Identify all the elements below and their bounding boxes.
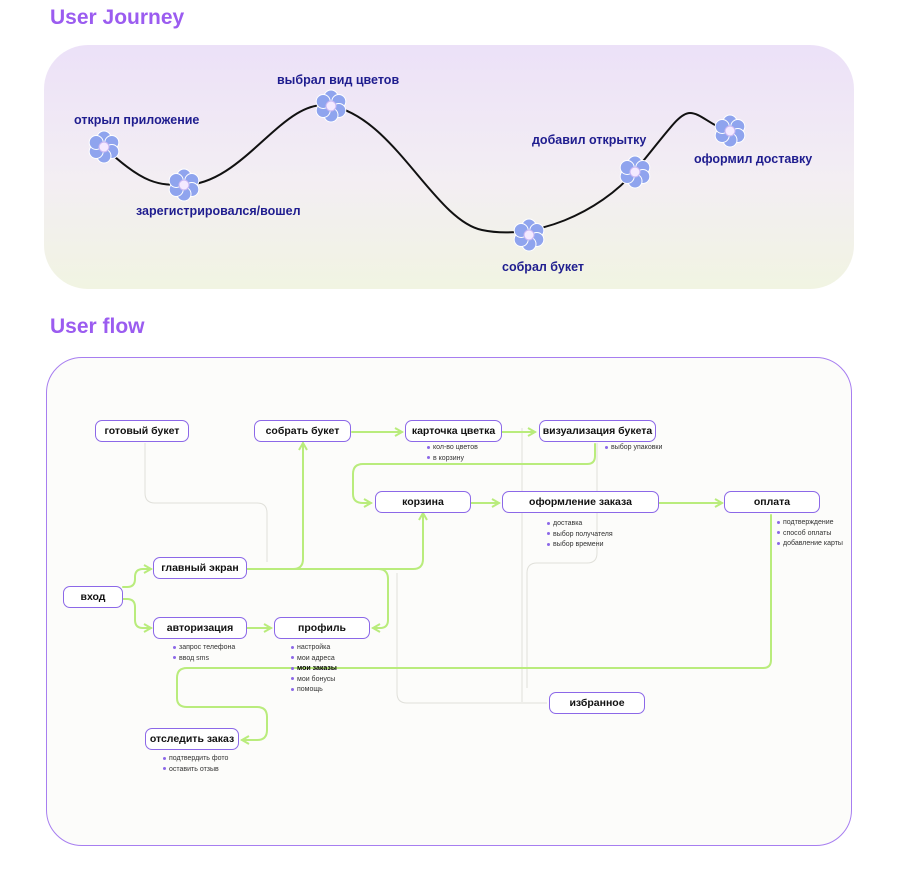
arrow-main-profile	[246, 568, 389, 633]
flow-node-visualization[interactable]: визуализация букета	[539, 420, 656, 442]
flower-core	[325, 100, 337, 112]
flow-title: User flow	[50, 315, 145, 338]
journey-panel: открыл приложение зарегистрировался/воше…	[44, 45, 854, 289]
secondary-links	[144, 428, 598, 704]
flow-node-auth[interactable]: авторизация	[153, 617, 247, 639]
detail-item: запрос телефона	[173, 643, 235, 654]
flow-node-entry[interactable]: вход	[63, 586, 123, 608]
detail-item: доставка	[547, 519, 613, 530]
flower-icon	[168, 168, 200, 202]
flow-node-payment[interactable]: оплата	[724, 491, 820, 513]
arrow-visual-cart	[352, 443, 596, 508]
detail-item: подтвердить фото	[163, 754, 228, 765]
flow-node-build-bouquet[interactable]: собрать букет	[254, 420, 351, 442]
flower-icon	[714, 114, 746, 148]
flow-arrows	[122, 427, 772, 745]
flower-core	[178, 179, 190, 191]
flower-core	[98, 141, 110, 153]
flow-node-track-order[interactable]: отследить заказ	[145, 728, 239, 750]
journey-step-login-label: зарегистрировался/вошел	[136, 204, 301, 218]
detail-item: выбор упаковки	[605, 443, 662, 454]
arrow-entry-main	[122, 564, 154, 588]
detail-item: оставить отзыв	[163, 765, 228, 776]
payment-details: подтверждение способ оплаты добавление к…	[777, 518, 843, 550]
flower-core	[724, 125, 736, 137]
flower-icon	[88, 130, 120, 164]
detail-item: ввод sms	[173, 654, 235, 665]
visualization-details: выбор упаковки	[605, 443, 662, 454]
arrow-main-cart	[246, 510, 428, 570]
detail-item: добавление карты	[777, 539, 843, 550]
detail-item: мои заказы	[291, 664, 337, 675]
detail-item: мои адреса	[291, 654, 337, 665]
detail-item: способ оплаты	[777, 529, 843, 540]
detail-item: в корзину	[427, 454, 478, 465]
flow-node-favorites[interactable]: избранное	[549, 692, 645, 714]
flower-core	[629, 166, 641, 178]
profile-details: настройка мои адреса мои заказы мои бону…	[291, 643, 337, 696]
auth-details: запрос телефона ввод sms	[173, 643, 235, 664]
flow-node-main-screen[interactable]: главный экран	[153, 557, 247, 579]
detail-item: мои бонусы	[291, 675, 337, 686]
track-order-details: подтвердить фото оставить отзыв	[163, 754, 228, 775]
detail-item: настройка	[291, 643, 337, 654]
flow-node-checkout[interactable]: оформление заказа	[502, 491, 659, 513]
flow-node-ready-bouquet[interactable]: готовый букет	[95, 420, 189, 442]
detail-item: кол-во цветов	[427, 443, 478, 454]
flower-icon	[315, 89, 347, 123]
flow-node-flower-card[interactable]: карточка цветка	[405, 420, 502, 442]
arrow-payment-track	[176, 514, 772, 745]
flower-core	[523, 229, 535, 241]
arrow-main-build	[246, 440, 308, 570]
flower-icon	[513, 218, 545, 252]
journey-step-open-label: открыл приложение	[74, 113, 200, 127]
checkout-details: доставка выбор получателя выбор времени	[547, 519, 613, 551]
journey-step-delivery-label: оформил доставку	[694, 152, 813, 166]
flower-card-details: кол-во цветов в корзину	[427, 443, 478, 464]
journey-step-bouquet-label: собрал букет	[502, 260, 584, 274]
detail-item: помощь	[291, 685, 337, 696]
arrow-entry-auth	[122, 598, 154, 633]
flow-node-cart[interactable]: корзина	[375, 491, 471, 513]
flow-panel: готовый букет собрать букет карточка цве…	[46, 357, 852, 846]
flow-node-profile[interactable]: профиль	[274, 617, 370, 639]
journey-step-card-label: добавил открытку	[532, 133, 647, 147]
flower-icon	[619, 155, 651, 189]
journey-curve-canvas	[88, 89, 746, 252]
journey-step-choose-label: выбрал вид цветов	[277, 73, 400, 87]
detail-item: выбор получателя	[547, 530, 613, 541]
journey-title: User Journey	[50, 6, 185, 29]
detail-item: подтверждение	[777, 518, 843, 529]
detail-item: выбор времени	[547, 540, 613, 551]
flow-connectors-canvas	[122, 427, 772, 745]
